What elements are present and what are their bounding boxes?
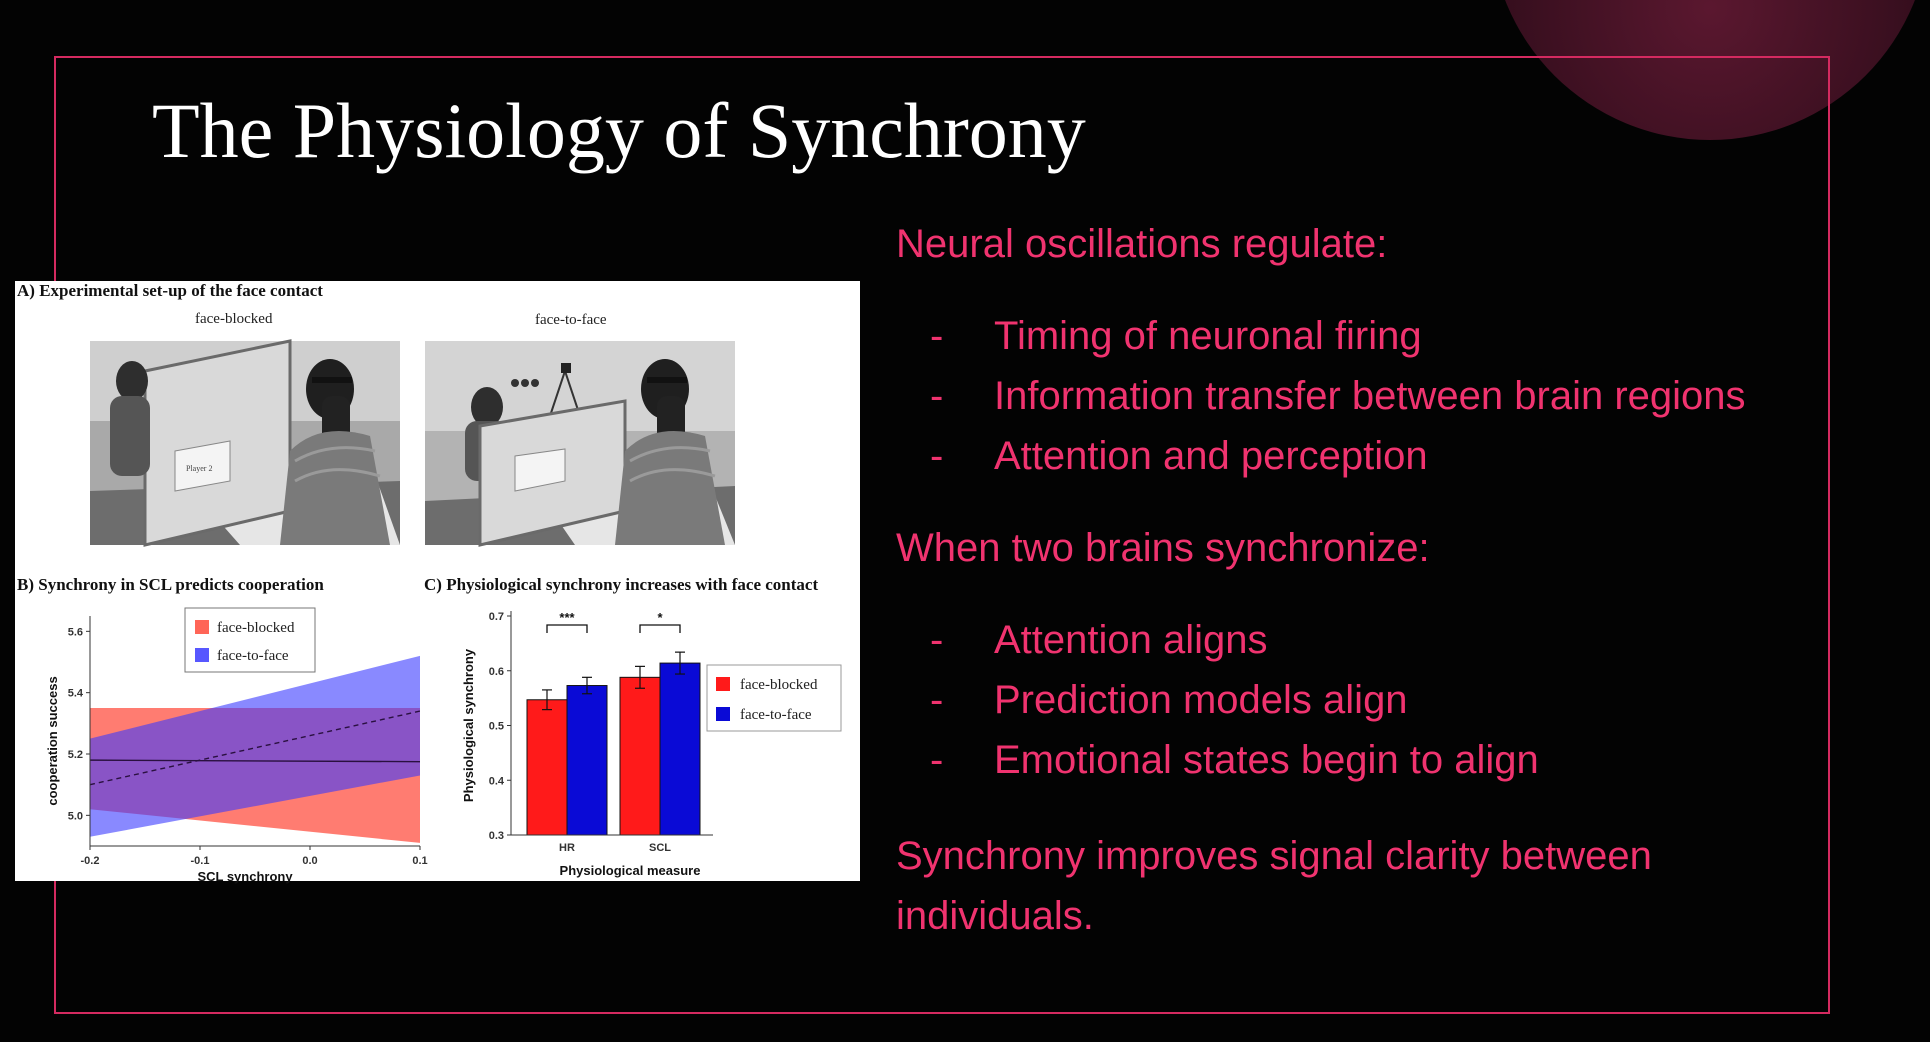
x-tick-label: -0.1	[191, 855, 210, 867]
legend-label: face-blocked	[740, 677, 818, 693]
y-tick-label: 5.0	[68, 810, 83, 822]
y-tick-label: 0.4	[489, 775, 505, 787]
x-axis-title: Physiological measure	[560, 863, 701, 878]
y-tick-label: 5.4	[68, 688, 84, 700]
x-tick-label: HR	[559, 842, 575, 854]
bullet-dash: -	[930, 618, 944, 662]
ci-band-face-to-face	[90, 655, 420, 837]
panel-c-label: C) Physiological synchrony increases wit…	[424, 575, 819, 594]
photo-face-blocked-illustration: Player 2	[90, 339, 400, 547]
bullet-dash: -	[930, 678, 944, 722]
bar-SCL-face-to-face	[659, 662, 701, 836]
x-axis-title: SCL synchrony	[197, 869, 293, 884]
bullet-dash: -	[930, 374, 944, 418]
bar-HR-face-to-face	[566, 685, 608, 836]
bullet-text: Attention and perception	[994, 434, 1428, 478]
slide-title: The Physiology of Synchrony	[152, 87, 1086, 174]
legend-label: face-blocked	[217, 620, 295, 636]
player-sign-text: Player 2	[186, 464, 212, 473]
chart-c-legend: face-blocked face-to-face	[706, 664, 842, 732]
y-tick-label: 5.6	[68, 626, 83, 638]
heading-neural-oscillations: Neural oscillations regulate:	[896, 222, 1388, 266]
bullet-text: Prediction models align	[994, 678, 1408, 722]
heading-brains-synchronize: When two brains synchronize:	[896, 526, 1430, 570]
bar-HR-face-blocked	[526, 699, 568, 836]
y-tick-label: 0.6	[489, 666, 504, 678]
bullet-dash: -	[930, 738, 944, 782]
y-tick-label: 0.5	[489, 721, 504, 733]
x-tick-label: -0.2	[81, 855, 100, 867]
significance-bracket	[639, 624, 681, 633]
x-tick-label: 0.0	[302, 855, 317, 867]
photo-face-blocked: Player 2	[90, 339, 400, 547]
photo-caption-face-to-face: face-to-face	[535, 312, 607, 328]
x-tick-label: 0.1	[412, 855, 427, 867]
significance-stars: ***	[559, 610, 575, 625]
legend-swatch-face-blocked	[716, 677, 730, 691]
bullet-text: Information transfer between brain regio…	[994, 374, 1746, 418]
chart-b-legend: face-blocked face-to-face	[184, 607, 316, 673]
legend-swatch-face-to-face	[716, 707, 730, 721]
bullet-text: Emotional states begin to align	[994, 738, 1539, 782]
panel-a-label: A) Experimental set-up of the face conta…	[17, 281, 323, 300]
panel-b-label: B) Synchrony in SCL predicts cooperation	[17, 575, 324, 594]
bullet-text: Attention aligns	[994, 618, 1268, 662]
bullet-dash: -	[930, 314, 944, 358]
photo-face-to-face	[425, 341, 735, 547]
bar-SCL-face-blocked	[619, 676, 661, 836]
photo-caption-face-blocked: face-blocked	[195, 311, 273, 327]
y-tick-label: 0.7	[489, 611, 504, 623]
conclusion-text: Synchrony improves signal clarity betwee…	[896, 834, 1652, 938]
bullet-dash: -	[930, 434, 944, 478]
legend-label: face-to-face	[217, 648, 289, 664]
legend-swatch-face-to-face	[195, 648, 209, 662]
significance-bracket	[546, 624, 588, 633]
y-axis-title: cooperation success	[45, 676, 60, 805]
trend-line-face-blocked	[89, 759, 421, 763]
y-axis-title: Physiological synchrony	[461, 648, 476, 802]
y-tick-label: 0.3	[489, 830, 504, 842]
legend-label: face-to-face	[740, 707, 812, 723]
y-tick-label: 5.2	[68, 749, 83, 761]
x-tick-label: SCL	[649, 842, 671, 854]
research-figure: A) Experimental set-up of the face conta…	[15, 281, 860, 884]
significance-stars: *	[657, 610, 663, 625]
bullet-text: Timing of neuronal firing	[994, 314, 1422, 358]
photo-face-to-face-illustration	[425, 341, 735, 547]
legend-swatch-face-blocked	[195, 620, 209, 634]
trend-line-face-to-face	[89, 710, 421, 786]
